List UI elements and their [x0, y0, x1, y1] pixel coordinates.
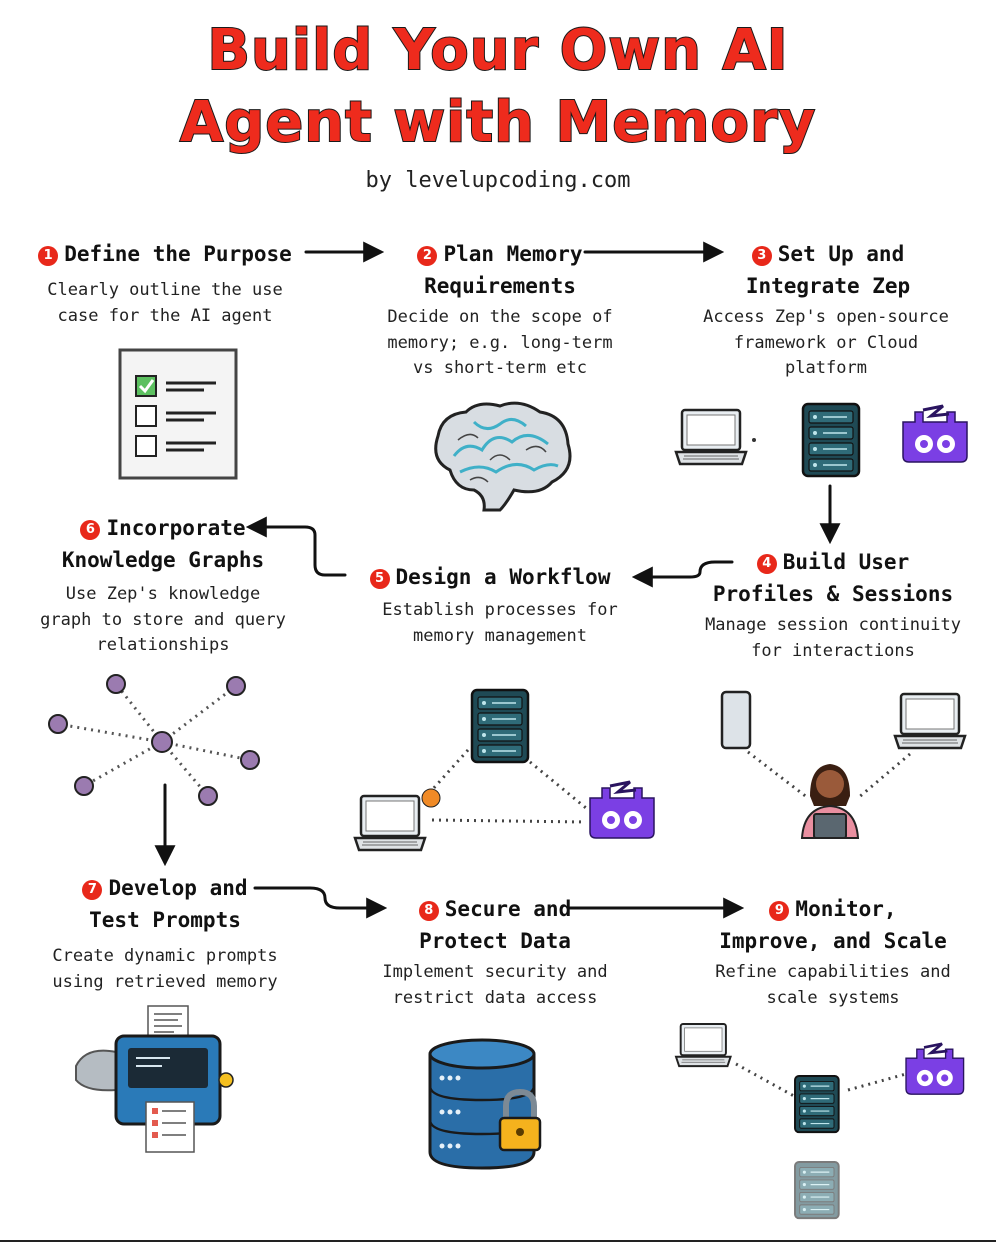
- step-9-title-text: Improve, and Scale: [719, 929, 947, 953]
- step-8-description: Implement security and restrict data acc…: [335, 960, 655, 1011]
- step-4-number-badge: 4: [756, 554, 777, 574]
- step-8-title-text: Protect Data: [419, 929, 571, 953]
- step-2-description: Decide on the scope of memory; e.g. long…: [350, 305, 650, 382]
- step-5-desc-line: Establish processes for: [382, 600, 618, 620]
- step-9-desc-line: scale systems: [766, 987, 900, 1008]
- step-9-title-text: Monitor,: [795, 897, 897, 921]
- step-6-number-badge: 6: [80, 520, 101, 540]
- step-2-title-text: Plan Memory: [443, 242, 583, 266]
- step-8-desc-line: Implement security and: [382, 962, 608, 982]
- step-6-description: Use Zep's knowledge graph to store and q…: [10, 582, 316, 659]
- step-1-desc-line: case for the AI agent: [57, 305, 273, 326]
- step-7-desc-line: using retrieved memory: [52, 971, 278, 992]
- step-2-desc-line: memory; e.g. long-term: [387, 332, 613, 353]
- step-1-description: Clearly outline the use case for the AI …: [20, 278, 310, 329]
- arrow-5-to-6: [245, 516, 347, 577]
- step-5-title-text: Design a Workflow: [395, 565, 611, 589]
- step-2-desc-line: vs short-term etc: [413, 358, 587, 378]
- step-7-title-text: Develop and: [108, 876, 248, 900]
- step-8-title-text: Secure and: [444, 897, 572, 921]
- step-6-title-text: Knowledge Graphs: [61, 548, 265, 572]
- step-3-title-text: Set Up and: [777, 242, 905, 266]
- step-8-desc-line: restrict data access: [392, 987, 598, 1008]
- page-title-line-1: Build Your Own AI: [206, 17, 789, 84]
- step-1-desc-line: Clearly outline the use: [47, 280, 283, 300]
- step-3-desc-line: framework or Cloud: [733, 332, 919, 353]
- step-6-desc-line: relationships: [96, 635, 230, 655]
- step-7-title-text: Test Prompts: [89, 908, 241, 932]
- byline: by levelupcoding.com: [365, 168, 631, 193]
- page-title-line-2: Agent with Memory: [179, 89, 817, 156]
- step-7-number-badge: 7: [82, 880, 103, 900]
- step-7-desc-line: Create dynamic prompts: [52, 946, 278, 966]
- step-3-title-text: Integrate Zep: [745, 274, 911, 298]
- step-4-description: Manage session continuity for interactio…: [680, 613, 986, 664]
- step-8-number-badge: 8: [418, 901, 439, 921]
- step-2-title-text: Requirements: [424, 274, 576, 298]
- step-4-desc-line: Manage session continuity: [705, 615, 961, 635]
- step-7-description: Create dynamic prompts using retrieved m…: [15, 944, 315, 995]
- step-9-desc-line: Refine capabilities and: [715, 962, 951, 982]
- step-3-number-badge: 3: [751, 246, 772, 266]
- step-1-title-text: Define the Purpose: [64, 242, 292, 266]
- step-5-number-badge: 5: [369, 569, 390, 589]
- step-3-desc-line: platform: [785, 358, 867, 378]
- step-9-description: Refine capabilities and scale systems: [680, 960, 986, 1011]
- step-4-title-text: Profiles & Sessions: [712, 582, 954, 606]
- step-5-desc-line: memory management: [413, 625, 587, 646]
- arrow-7-to-8: [253, 886, 388, 919]
- step-6-desc-line: graph to store and query: [40, 609, 286, 630]
- arrow-4-to-5: [631, 560, 734, 588]
- step-3-desc-line: Access Zep's open-source: [703, 307, 949, 327]
- step-2-number-badge: 2: [417, 246, 438, 266]
- step-4-title-text: Build User: [782, 550, 910, 574]
- step-9-number-badge: 9: [769, 901, 790, 921]
- step-4-desc-line: for interactions: [751, 640, 915, 661]
- step-6-title-text: Incorporate: [106, 516, 246, 540]
- step-1-number-badge: 1: [38, 246, 59, 266]
- step-5-description: Establish processes for memory managemen…: [345, 598, 655, 649]
- step-6-desc-line: Use Zep's knowledge: [65, 584, 261, 604]
- step-2-desc-line: Decide on the scope of: [387, 307, 613, 327]
- bottom-rule: [0, 1240, 996, 1242]
- step-3-description: Access Zep's open-source framework or Cl…: [676, 305, 976, 382]
